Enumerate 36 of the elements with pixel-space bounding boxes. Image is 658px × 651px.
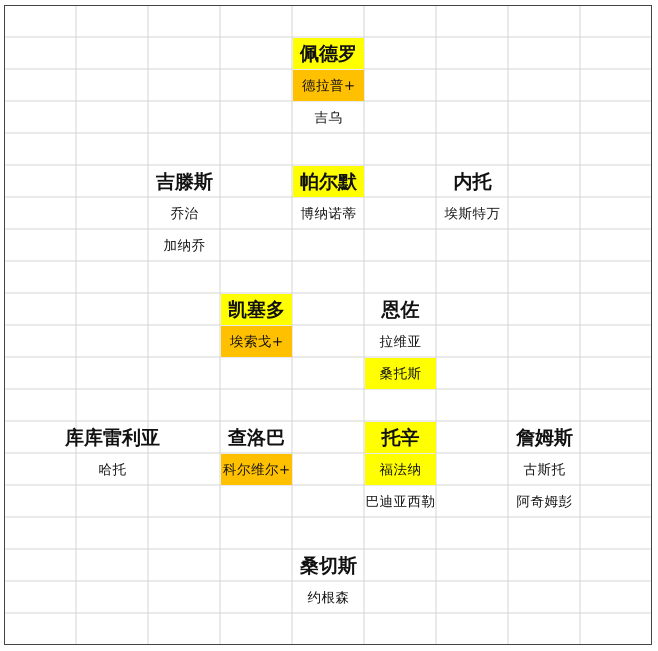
player-name: 埃索戈+	[230, 332, 284, 350]
player-name: 哈托	[98, 460, 126, 478]
player-name: 德拉普+	[302, 76, 356, 94]
player-name: 古斯托	[524, 460, 566, 478]
player-name: 詹姆斯	[516, 426, 573, 450]
player-name: 埃斯特万	[444, 204, 500, 222]
highlighted-cell	[365, 358, 436, 389]
highlighted-cell	[365, 422, 436, 453]
player-name: 阿奇姆彭	[516, 492, 572, 510]
highlighted-cell	[293, 70, 364, 101]
player-name: 恩佐	[382, 298, 420, 322]
player-name: 乔治	[170, 204, 198, 222]
player-name: 科尔维尔+	[222, 460, 290, 478]
player-name: 桑切斯	[300, 554, 357, 578]
player-name: 查洛巴	[228, 426, 285, 450]
player-name: 佩德罗	[300, 42, 357, 66]
highlighted-cell	[221, 326, 292, 357]
highlighted-cell	[293, 38, 364, 69]
player-name: 托辛	[382, 426, 420, 450]
player-name: 巴迪亚西勒	[366, 492, 436, 510]
player-name: 福法纳	[380, 460, 422, 478]
player-name: 吉乌	[314, 108, 342, 126]
player-name: 内托	[454, 170, 492, 194]
highlighted-cell	[221, 454, 292, 485]
player-name: 吉滕斯	[156, 170, 213, 194]
player-name: 帕尔默	[300, 170, 357, 194]
player-name: 库库雷利亚	[65, 426, 160, 450]
player-name: 凯塞多	[228, 298, 285, 322]
player-name: 约根森	[308, 588, 350, 606]
player-name: 拉维亚	[380, 332, 422, 350]
player-name: 桑托斯	[380, 364, 422, 382]
highlighted-cell	[293, 166, 364, 197]
player-name: 加纳乔	[164, 236, 206, 254]
highlighted-cell	[221, 294, 292, 325]
player-name: 博纳诺蒂	[300, 204, 356, 222]
highlighted-cell	[365, 454, 436, 485]
